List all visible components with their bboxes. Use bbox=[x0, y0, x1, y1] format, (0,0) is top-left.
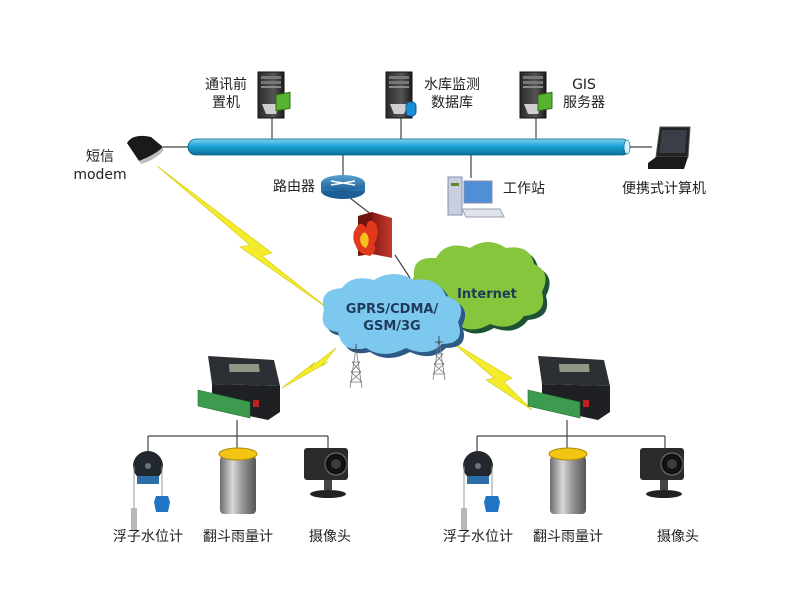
firewall-icon bbox=[353, 212, 392, 258]
camera-icon bbox=[640, 448, 684, 498]
database-server-icon bbox=[385, 71, 417, 119]
sensor-label: 翻斗雨量计 bbox=[533, 529, 603, 545]
tipping-bucket-rain-gauge-icon bbox=[218, 447, 258, 514]
server-tower-icon bbox=[257, 71, 291, 119]
sensor-label: 浮子水位计 bbox=[443, 529, 513, 545]
float-water-level-gauge-icon bbox=[131, 451, 170, 530]
sms-modem-label: 短信 modem bbox=[73, 149, 127, 183]
sensor-label: 浮子水位计 bbox=[113, 529, 183, 545]
tipping-bucket-rain-gauge-icon bbox=[548, 447, 588, 514]
internet-cloud-label: Internet bbox=[457, 287, 517, 302]
float-water-level-gauge-icon bbox=[461, 451, 500, 530]
mobile-cloud-label-line2: GSM/3G bbox=[363, 319, 420, 334]
desktop-computer-icon bbox=[447, 176, 505, 218]
line-router-firewall bbox=[349, 197, 373, 216]
rtu-device-icon bbox=[197, 356, 280, 420]
gis-server-label: GIS 服务器 bbox=[563, 77, 605, 111]
line-firewall-cloud bbox=[394, 254, 411, 279]
laptop-icon bbox=[648, 126, 691, 169]
workstation-label: 工作站 bbox=[503, 181, 545, 197]
sensor-label: 摄像头 bbox=[309, 529, 351, 545]
cell-tower-icon bbox=[432, 336, 446, 381]
lightning-icon bbox=[451, 341, 533, 411]
server-tower-icon bbox=[519, 71, 553, 119]
mobile-network-cloud: GPRS/CDMA/ GSM/3G bbox=[322, 274, 466, 358]
database-server-label: 水库监测 数据库 bbox=[424, 77, 480, 111]
network-bus bbox=[187, 138, 631, 156]
frontend-server-label: 通讯前 置机 bbox=[205, 77, 247, 111]
lightning-icon bbox=[281, 347, 337, 389]
cell-tower-icon bbox=[349, 344, 363, 389]
mobile-cloud-label-line1: GPRS/CDMA/ bbox=[346, 302, 439, 317]
router-label: 路由器 bbox=[273, 179, 315, 195]
rtu-device-icon bbox=[527, 356, 610, 420]
laptop-label: 便携式计算机 bbox=[622, 181, 706, 197]
sensor-label: 翻斗雨量计 bbox=[203, 529, 273, 545]
modem-icon bbox=[127, 135, 163, 164]
camera-icon bbox=[304, 448, 348, 498]
sensor-label: 摄像头 bbox=[657, 529, 699, 545]
router-icon bbox=[321, 175, 365, 199]
